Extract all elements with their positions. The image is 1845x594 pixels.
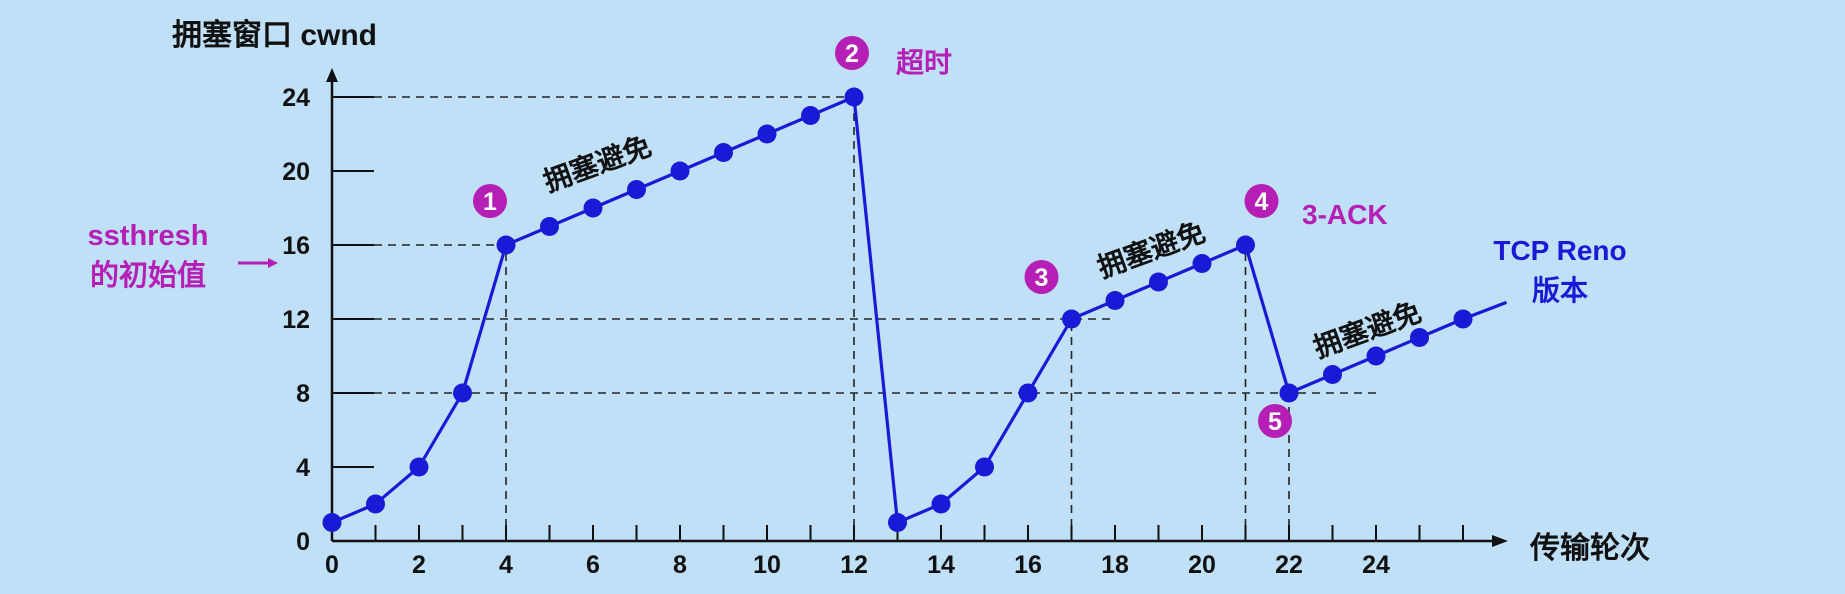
data-point xyxy=(366,494,385,514)
ssthresh-label-cn: 的初始值 xyxy=(90,258,206,292)
marker-3: 3 xyxy=(1024,260,1059,294)
x-tick-label: 2 xyxy=(412,551,426,579)
x-tick-label: 12 xyxy=(840,551,868,579)
ssthresh-arrow xyxy=(238,258,278,268)
data-point xyxy=(670,161,690,181)
data-point xyxy=(888,513,907,532)
x-tick-label: 14 xyxy=(927,551,955,579)
data-point xyxy=(540,217,559,236)
y-axis-arrow xyxy=(326,68,338,82)
series-group xyxy=(322,87,1508,532)
marker-circle xyxy=(1024,260,1059,294)
y-tick-label: 0 xyxy=(296,528,310,556)
data-point xyxy=(931,494,951,514)
x-tick-label: 16 xyxy=(1014,551,1042,579)
step-markers: 1 2 3 4 5 xyxy=(473,36,1292,438)
x-tick-label: 0 xyxy=(325,551,339,579)
marker-number: 1 xyxy=(483,188,497,216)
marker-number: 5 xyxy=(1268,408,1282,436)
guide-lines xyxy=(332,96,1376,541)
data-point xyxy=(409,457,429,477)
data-point xyxy=(1323,365,1342,384)
x-tick-label: 22 xyxy=(1275,551,1303,579)
y-tick-label: 24 xyxy=(282,84,310,112)
series-line-1 xyxy=(331,95,1508,525)
x-tick-label: 8 xyxy=(673,551,687,579)
data-point xyxy=(627,180,646,199)
x-tick-label: 10 xyxy=(753,551,781,579)
data-point xyxy=(1149,272,1168,292)
version-label: TCP Reno xyxy=(1493,235,1626,266)
data-point xyxy=(1236,235,1255,255)
x-tick-label: 24 xyxy=(1362,551,1390,579)
marker-number: 4 xyxy=(1255,188,1269,216)
data-point xyxy=(844,87,864,107)
congestion-avoidance-label-2: 拥塞避免 xyxy=(1093,215,1209,283)
data-point xyxy=(1062,309,1081,329)
timeout-label: 超时 xyxy=(896,47,952,78)
marker-2: 2 xyxy=(835,36,869,70)
x-axis-title: 传输轮次 xyxy=(1529,532,1650,565)
data-point xyxy=(714,143,733,162)
marker-4: 4 xyxy=(1244,184,1279,218)
x-axis-arrow xyxy=(1492,535,1508,547)
marker-circle xyxy=(1258,404,1292,438)
y-tick-label: 12 xyxy=(282,306,310,334)
y-tick-label: 16 xyxy=(282,232,310,260)
marker-number: 2 xyxy=(845,40,859,68)
data-point xyxy=(322,513,342,532)
marker-number: 3 xyxy=(1035,264,1049,292)
data-point xyxy=(1366,346,1386,366)
marker-circle xyxy=(473,184,507,218)
x-tick-label: 4 xyxy=(499,551,513,579)
y-tick-label: 4 xyxy=(296,454,310,482)
data-point xyxy=(1453,309,1473,329)
data-point xyxy=(1105,291,1125,310)
data-point xyxy=(1279,383,1299,403)
version-label-cn: 版本 xyxy=(1532,275,1588,306)
data-point xyxy=(975,457,994,477)
marker-circle xyxy=(835,36,869,70)
y-tick-label: 8 xyxy=(296,380,310,408)
x-tick-label: 20 xyxy=(1188,551,1216,579)
data-point xyxy=(1018,383,1038,403)
marker-circle xyxy=(1244,184,1279,218)
axes xyxy=(326,68,1508,547)
ssthresh-label: ssthresh xyxy=(88,220,209,252)
y-axis-title: 拥塞窗口 cwnd xyxy=(172,18,377,52)
data-point xyxy=(801,106,820,125)
data-point xyxy=(757,124,777,144)
data-point xyxy=(453,383,472,403)
data-point xyxy=(583,198,603,218)
data-point xyxy=(1410,328,1429,347)
data-point xyxy=(1192,254,1212,273)
marker-1: 1 xyxy=(473,184,507,218)
y-tick-label: 20 xyxy=(282,158,310,186)
data-point xyxy=(496,235,516,255)
x-tick-label: 6 xyxy=(586,551,600,579)
marker-5: 5 xyxy=(1258,404,1292,438)
three-ack-label: 3-ACK xyxy=(1302,199,1388,230)
x-tick-label: 18 xyxy=(1101,551,1129,579)
